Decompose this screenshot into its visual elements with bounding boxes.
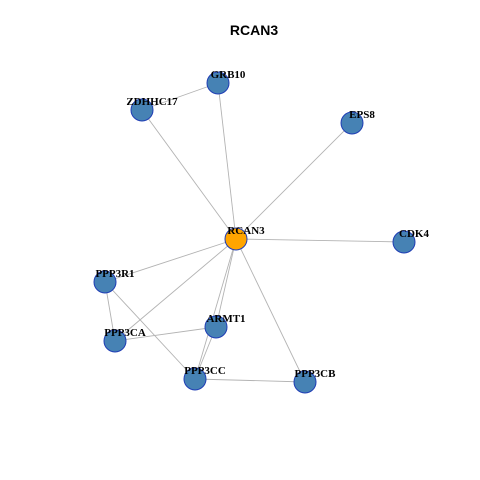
node-ppp3ca: PPP3CA bbox=[103, 327, 146, 353]
edge-rcan3-ppp3cc bbox=[194, 238, 237, 380]
edge-rcan3-zdhhc17 bbox=[141, 109, 237, 240]
node-label-ppp3cc: PPP3CC bbox=[184, 365, 226, 377]
node-label-zdhhc17: ZDHHC17 bbox=[126, 96, 178, 108]
edge-rcan3-armt1 bbox=[215, 238, 237, 328]
node-zdhhc17: ZDHHC17 bbox=[126, 96, 178, 122]
edge-rcan3-ppp3cb bbox=[235, 238, 306, 383]
node-circle-zdhhc17 bbox=[130, 98, 154, 122]
node-ppp3cc: PPP3CC bbox=[183, 365, 226, 391]
node-label-cdk4: CDK4 bbox=[399, 228, 429, 240]
node-rcan3: RCAN3 bbox=[224, 225, 265, 251]
node-label-rcan3: RCAN3 bbox=[227, 225, 265, 237]
node-circle-eps8 bbox=[340, 111, 364, 135]
node-eps8: EPS8 bbox=[340, 109, 375, 135]
node-circle-ppp3ca bbox=[103, 329, 127, 353]
node-label-grb10: GRB10 bbox=[211, 69, 246, 81]
node-label-ppp3r1: PPP3R1 bbox=[95, 268, 134, 280]
edge-rcan3-eps8 bbox=[235, 122, 353, 240]
node-label-ppp3cb: PPP3CB bbox=[295, 368, 337, 380]
edge-rcan3-ppp3r1 bbox=[104, 238, 237, 283]
node-ppp3r1: PPP3R1 bbox=[93, 268, 135, 294]
node-circle-armt1 bbox=[204, 315, 228, 339]
edge-ppp3r1-ppp3cc bbox=[104, 281, 196, 380]
node-grb10: GRB10 bbox=[206, 69, 246, 95]
node-cdk4: CDK4 bbox=[392, 228, 429, 254]
node-circle-ppp3cc bbox=[183, 367, 207, 391]
edge-ppp3cc-ppp3cb bbox=[194, 378, 306, 383]
edge-rcan3-ppp3ca bbox=[114, 238, 237, 342]
node-armt1: ARMT1 bbox=[204, 313, 246, 339]
edge-ppp3ca-armt1 bbox=[114, 326, 217, 342]
node-circle-ppp3cb bbox=[293, 370, 317, 394]
graph-title: RCAN3 bbox=[230, 22, 278, 38]
edge-rcan3-grb10 bbox=[217, 82, 237, 240]
node-circle-grb10 bbox=[206, 71, 230, 95]
edge-grb10-zdhhc17 bbox=[141, 82, 219, 111]
node-circle-cdk4 bbox=[392, 230, 416, 254]
node-ppp3cb: PPP3CB bbox=[293, 368, 337, 394]
node-label-armt1: ARMT1 bbox=[206, 313, 245, 325]
node-label-ppp3ca: PPP3CA bbox=[104, 327, 146, 339]
node-circle-ppp3r1 bbox=[93, 270, 117, 294]
node-label-eps8: EPS8 bbox=[349, 109, 375, 121]
edge-rcan3-cdk4 bbox=[235, 238, 405, 243]
node-circle-rcan3 bbox=[224, 227, 248, 251]
nodes-layer: RCAN3 GRB10ZDHHC17EPS8CDK4PPP3R1ARMT1PPP3… bbox=[93, 69, 429, 394]
